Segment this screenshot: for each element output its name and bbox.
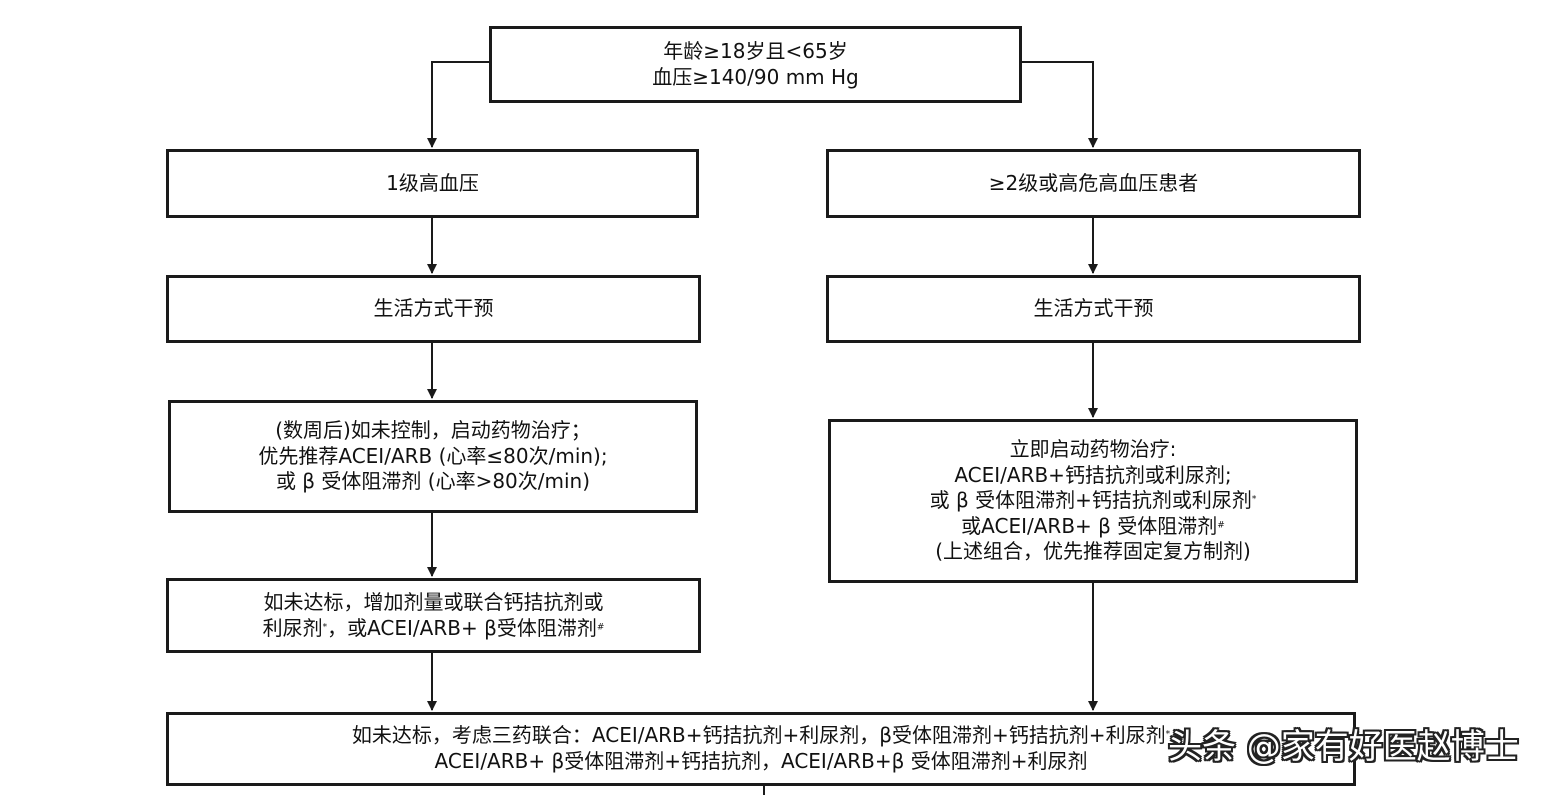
left-escalate-line2-mark: * <box>322 622 328 633</box>
left-lifestyle-label: 生活方式干预 <box>373 296 494 321</box>
grade1-box: 1级高血压 <box>166 149 699 218</box>
connector-top-to-left <box>427 61 490 148</box>
left-escalate-line1: 如未达标，增加剂量或联合钙拮抗剂或 <box>263 589 604 614</box>
right-therapy-line4-mark: # <box>1217 520 1225 531</box>
grade2-label: ≥2级或高危高血压患者 <box>988 170 1199 195</box>
criteria-box: 年龄≥18岁且<65岁 血压≥140/90 mm Hg <box>489 26 1022 103</box>
right-therapy-line3-mark: * <box>1251 494 1257 505</box>
right-therapy-line1: 立即启动药物治疗: <box>1009 437 1177 462</box>
right-lifestyle-label: 生活方式干预 <box>1033 296 1154 321</box>
connector-top-to-right <box>1020 61 1098 148</box>
left-therapy-line2: 优先推荐ACEI/ARB (心率≤80次/min); <box>258 443 608 468</box>
grade1-label: 1级高血压 <box>386 170 479 195</box>
left-escalate-line2-tail-mark: # <box>596 622 605 633</box>
right-therapy-line4: 或ACEI/ARB+ β 受体阻滞剂# <box>961 514 1225 540</box>
watermark: 头条 @家有好医赵博士 <box>1168 727 1519 767</box>
triple-therapy-line1-text: 如未达标，考虑三药联合：ACEI/ARB+钙拮抗剂+利尿剂，β受体阻滞剂+钙拮抗… <box>351 723 1166 748</box>
left-therapy-box: (数周后)如未控制，启动药物治疗； 优先推荐ACEI/ARB (心率≤80次/m… <box>168 400 698 513</box>
criteria-age: 年龄≥18岁且<65岁 <box>663 38 848 63</box>
left-escalate-box: 如未达标，增加剂量或联合钙拮抗剂或 利尿剂*，或ACEI/ARB+ β受体阻滞剂… <box>166 578 701 653</box>
left-escalate-line2-tail: ，或ACEI/ARB+ β受体阻滞剂 <box>327 615 597 640</box>
left-lifestyle-box: 生活方式干预 <box>166 275 701 343</box>
triple-therapy-line1-mark: * <box>1165 730 1171 741</box>
right-therapy-line5: (上述组合，优先推荐固定复方制剂) <box>935 539 1251 564</box>
left-escalate-line2-text: 利尿剂 <box>262 615 323 640</box>
right-therapy-line2: ACEI/ARB+钙拮抗剂或利尿剂; <box>954 462 1232 487</box>
grade2-box: ≥2级或高危高血压患者 <box>826 149 1361 218</box>
triple-therapy-box: 如未达标，考虑三药联合：ACEI/ARB+钙拮抗剂+利尿剂，β受体阻滞剂+钙拮抗… <box>166 712 1356 786</box>
left-escalate-line2: 利尿剂*，或ACEI/ARB+ β受体阻滞剂# <box>263 616 605 642</box>
left-therapy-line3: 或 β 受体阻滞剂 (心率>80次/min) <box>275 469 591 494</box>
right-therapy-line3: 或 β 受体阻滞剂+钙拮抗剂或利尿剂* <box>930 488 1257 514</box>
right-therapy-box: 立即启动药物治疗: ACEI/ARB+钙拮抗剂或利尿剂; 或 β 受体阻滞剂+钙… <box>828 419 1358 583</box>
triple-therapy-line2: ACEI/ARB+ β受体阻滞剂+钙拮抗剂，ACEI/ARB+β 受体阻滞剂+利… <box>434 749 1088 773</box>
left-therapy-line1: (数周后)如未控制，启动药物治疗； <box>275 418 591 443</box>
right-therapy-line4-text: 或ACEI/ARB+ β 受体阻滞剂 <box>961 513 1218 538</box>
right-therapy-line3-text: 或 β 受体阻滞剂+钙拮抗剂或利尿剂 <box>929 488 1252 513</box>
triple-therapy-line1: 如未达标，考虑三药联合：ACEI/ARB+钙拮抗剂+利尿剂，β受体阻滞剂+钙拮抗… <box>352 723 1170 749</box>
criteria-bp: 血压≥140/90 mm Hg <box>652 64 859 89</box>
right-lifestyle-box: 生活方式干预 <box>826 275 1361 343</box>
